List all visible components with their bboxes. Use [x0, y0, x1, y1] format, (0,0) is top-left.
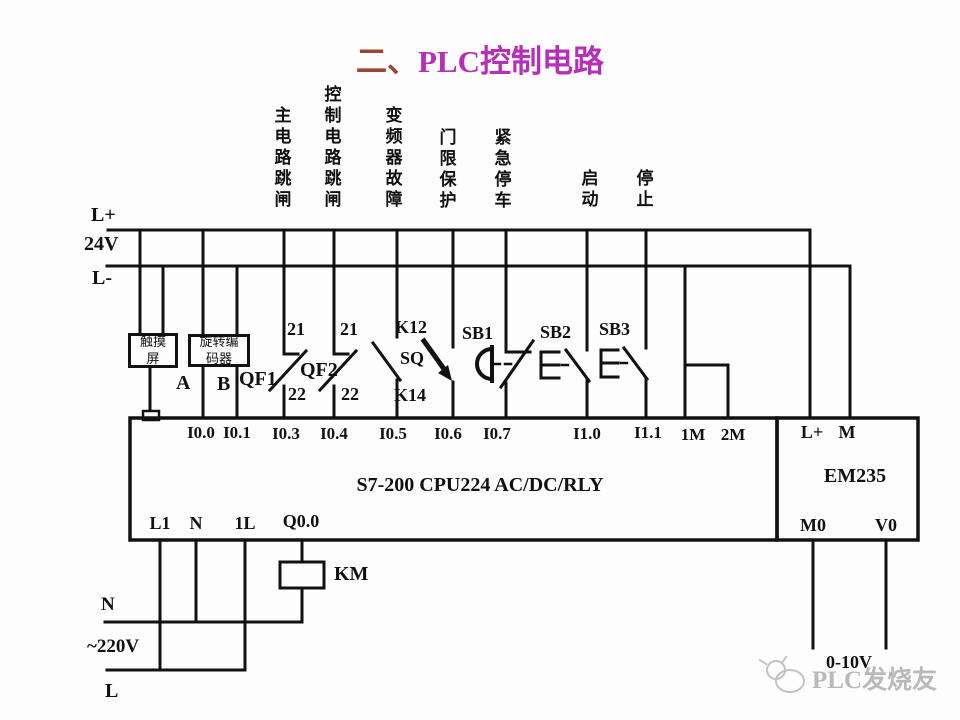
signal-label-main-trip: 主电路跳闸 [271, 106, 291, 211]
encoder-label-line1: 旋转编 [199, 334, 239, 350]
km-coil [278, 560, 326, 590]
em235-terminal-v0: V0 [875, 515, 897, 535]
plc-model-name: S7-200 CPU224 AC/DC/RLY [356, 474, 604, 496]
watermark-text: PLC发烧友 [812, 667, 938, 694]
bus-l-plus [106, 228, 812, 420]
plc-terminal-q00: Q0.0 [282, 511, 320, 531]
label-sb3: SB3 [599, 319, 631, 339]
wire-touchscreen-port [141, 366, 161, 422]
wire-touchscreen-supply [138, 228, 165, 335]
plc-input-i05: I0.5 [379, 424, 407, 443]
label-neutral: N [101, 594, 115, 615]
wire-encoder-outputs [201, 365, 239, 420]
mushroom-head [475, 345, 495, 383]
em235-terminal-lplus: L+ [800, 422, 824, 442]
page-title: 二、PLC控制电路 [356, 36, 604, 81]
bus-label-24v: 24V [84, 233, 119, 255]
contact-sb1-estop [475, 228, 536, 420]
wire-analog-output [811, 538, 888, 650]
plc-input-i06: I0.6 [434, 424, 462, 443]
contact-k12-k14 [370, 228, 403, 420]
plc-input-i11: I1.1 [634, 423, 662, 442]
plc-input-i03: I0.3 [272, 424, 300, 443]
sq-arrowhead [438, 365, 452, 381]
plc-input-i07: I0.7 [483, 424, 511, 443]
encoder-label-line2: 码器 [205, 350, 232, 366]
bus-label-lminus: L- [92, 267, 112, 289]
wire-encoder-supply [201, 228, 239, 336]
wire-1m-2m [683, 264, 730, 420]
signal-label-start: 启动 [578, 169, 598, 211]
title-prefix: 二、 [356, 44, 418, 79]
em235-terminal-m: M [838, 422, 856, 442]
label-qf1: QF1 [239, 368, 277, 390]
label-qf2-22: 22 [341, 384, 359, 404]
contact-qf2 [317, 228, 359, 420]
contact-sq-limit [420, 228, 455, 420]
label-k14: K14 [394, 385, 427, 405]
pushbutton-actuator [599, 348, 620, 379]
plc-input-i00: I0.0 [187, 423, 215, 442]
port-terminal [141, 409, 161, 422]
label-analog-0-10v: 0-10V [826, 652, 872, 672]
pushbutton-actuator [539, 350, 561, 380]
label-qf1-22: 22 [288, 384, 306, 404]
signal-label-estop: 紧急停车 [491, 128, 511, 212]
label-qf1-21: 21 [287, 319, 305, 339]
encoder-box: 旋转编 码器 [188, 334, 250, 367]
contact-qf1 [267, 228, 309, 420]
plc-input-i01: I0.1 [223, 423, 251, 442]
plc-input-2m: 2M [720, 425, 746, 444]
signal-label-vfd-fault: 变频器故障 [382, 106, 402, 211]
plc-terminal-n: N [189, 513, 203, 533]
touchscreen-box: 触摸 屏 [128, 333, 178, 368]
signal-label-door-limit: 门限保护 [436, 128, 456, 212]
wire-mains-output [103, 538, 326, 672]
em235-terminal-m0: M0 [800, 515, 826, 535]
label-220v: ~220V [87, 636, 140, 657]
plc-input-i10: I1.0 [573, 424, 601, 443]
contact-sb3-stop [599, 228, 650, 420]
bus-label-lplus: L+ [91, 204, 116, 226]
encoder-output-b: B [217, 373, 231, 395]
em235-model-name: EM235 [823, 465, 887, 487]
label-k12: K12 [395, 317, 428, 337]
label-sb2: SB2 [540, 322, 572, 342]
touchscreen-label-line2: 屏 [146, 350, 160, 366]
signal-label-stop: 停止 [633, 169, 653, 211]
plc-input-i04: I0.4 [320, 424, 348, 443]
signal-label-control-trip: 控制电路跳闸 [321, 85, 341, 211]
label-qf2-21: 21 [340, 319, 358, 339]
em235-box [775, 416, 920, 542]
touchscreen-label-line1: 触摸 [139, 334, 166, 350]
plc-input-1m: 1M [680, 425, 706, 444]
plc-terminal-l1: L1 [149, 513, 171, 533]
label-qf2: QF2 [300, 359, 338, 381]
title-main: PLC控制电路 [418, 44, 604, 79]
label-sq: SQ [400, 348, 425, 368]
label-km-coil: KM [334, 563, 369, 585]
label-phase: L [105, 680, 119, 702]
plc-terminal-1l: 1L [234, 513, 256, 533]
label-sb1: SB1 [462, 323, 494, 343]
watermark-logo [758, 655, 805, 693]
encoder-output-a: A [176, 372, 191, 394]
contact-sb2-start [539, 228, 592, 420]
bus-l-minus [105, 264, 852, 420]
